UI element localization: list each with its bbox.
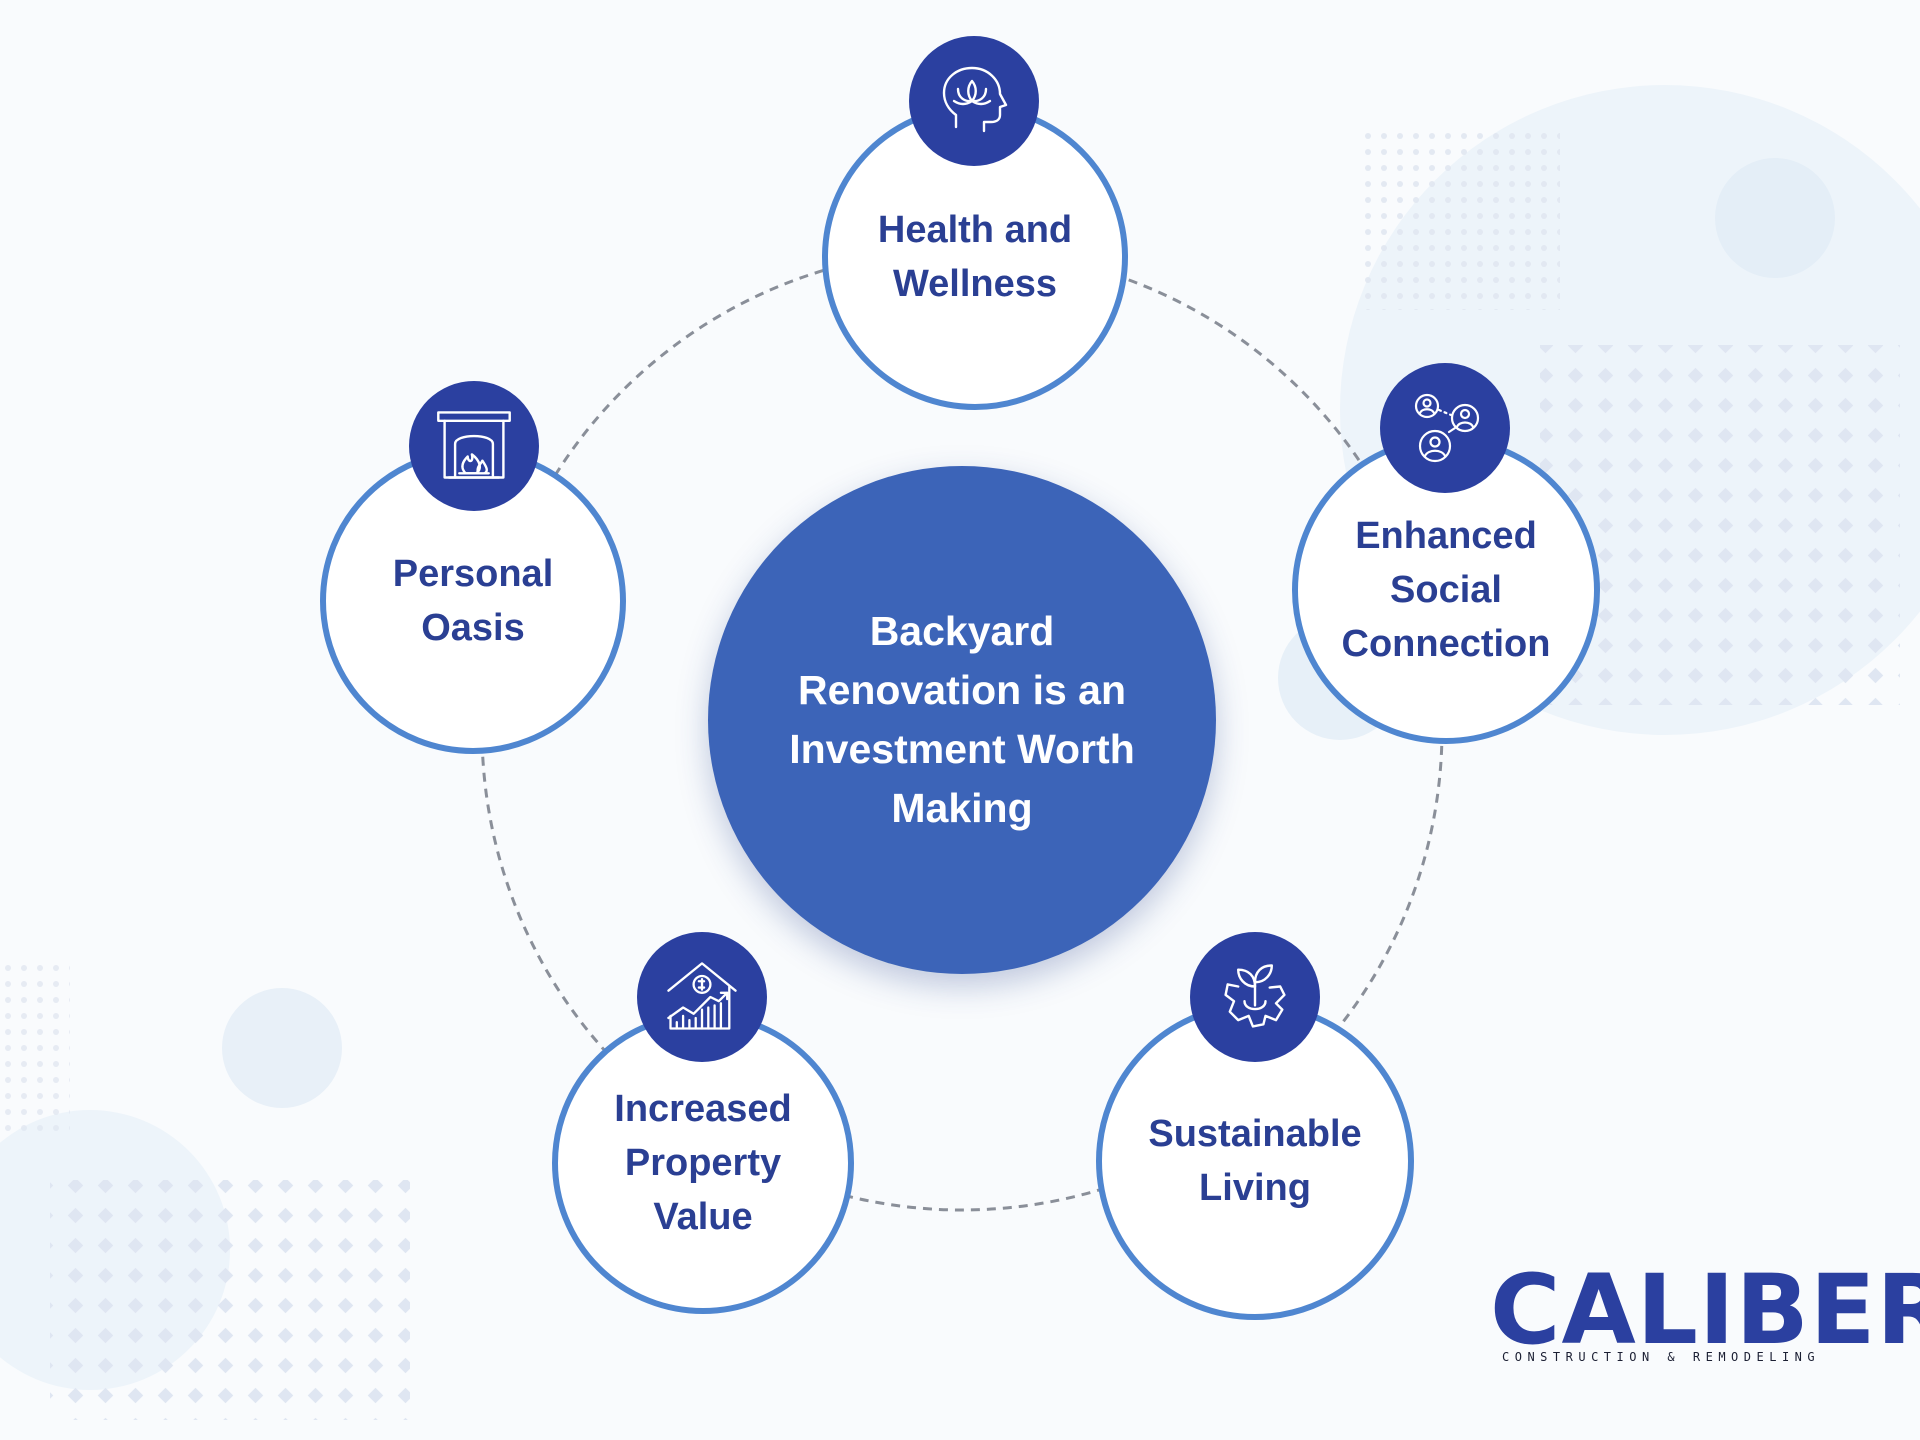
- center-circle: Backyard Renovation is an Investment Wor…: [708, 466, 1216, 974]
- people-network-icon: [1380, 363, 1510, 493]
- node-label: Sustainable Living: [1148, 1113, 1362, 1209]
- node-property-value: Increased Property Value: [552, 1012, 854, 1314]
- node-label: Enhanced Social Connection: [1341, 515, 1551, 665]
- house-chart-icon: [637, 932, 767, 1062]
- caliber-logo: CALIBER CONSTRUCTION & REMODELING: [1490, 1262, 1920, 1372]
- fireplace-icon: [409, 381, 539, 511]
- sprout-gear-icon: [1190, 932, 1320, 1062]
- node-label: Personal Oasis: [392, 553, 554, 649]
- lotus-head-icon: [909, 36, 1039, 166]
- node-label: Increased Property Value: [614, 1088, 792, 1238]
- center-title: Backyard Renovation is an Investment Wor…: [789, 608, 1135, 831]
- logo-tagline: CONSTRUCTION & REMODELING: [1502, 1350, 1821, 1364]
- node-label: Health and Wellness: [877, 209, 1073, 305]
- logo-wordmark: CALIBER: [1490, 1254, 1920, 1366]
